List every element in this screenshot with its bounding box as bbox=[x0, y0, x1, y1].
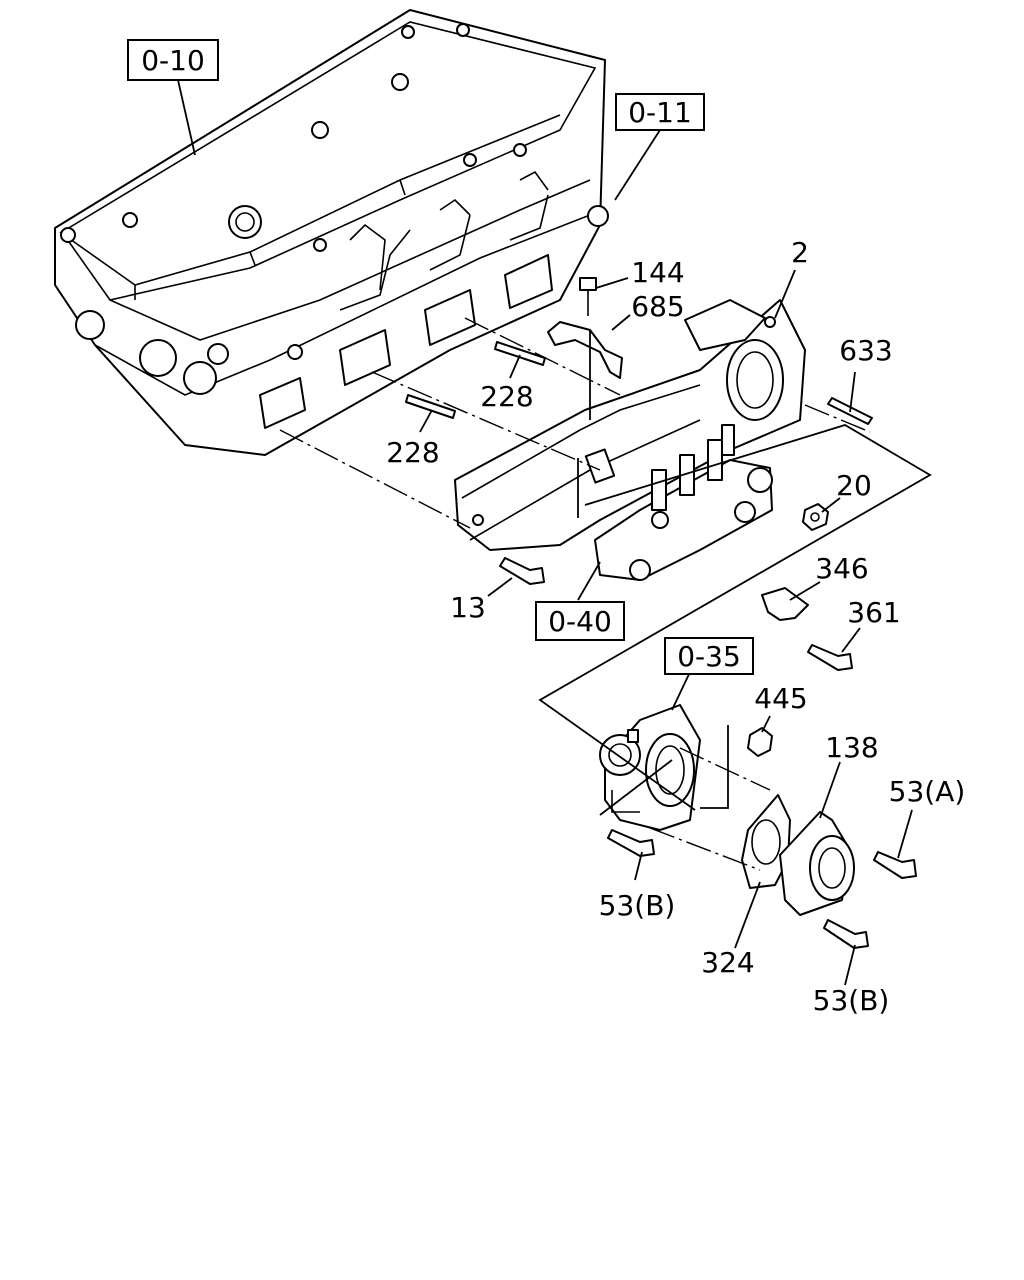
reference-box-0-35[interactable]: 0-35 bbox=[664, 637, 754, 675]
intake-manifold bbox=[454, 299, 806, 551]
callout-53a[interactable]: 53(A) bbox=[889, 775, 966, 808]
callout-633[interactable]: 633 bbox=[839, 334, 892, 367]
callout-20[interactable]: 20 bbox=[836, 469, 872, 502]
callout-324[interactable]: 324 bbox=[701, 946, 754, 979]
callout-2[interactable]: 2 bbox=[791, 236, 809, 269]
reference-box-0-10[interactable]: 0-10 bbox=[127, 39, 219, 81]
assembly-lines bbox=[279, 317, 932, 871]
callout-445[interactable]: 445 bbox=[754, 682, 807, 715]
throttle-body bbox=[599, 704, 701, 831]
reference-label-0-10: 0-10 bbox=[141, 44, 205, 77]
reference-box-0-11[interactable]: 0-11 bbox=[615, 93, 705, 131]
intake-pipe-flange bbox=[779, 811, 855, 916]
callout-144[interactable]: 144 bbox=[631, 256, 684, 289]
callout-53b-left[interactable]: 53(B) bbox=[599, 889, 676, 922]
reference-box-0-40[interactable]: 0-40 bbox=[535, 601, 625, 641]
reference-label-0-11: 0-11 bbox=[628, 96, 692, 129]
callout-53b-right[interactable]: 53(B) bbox=[813, 984, 890, 1017]
reference-label-0-40: 0-40 bbox=[548, 605, 612, 638]
leader-lines bbox=[177, 79, 913, 986]
callout-361[interactable]: 361 bbox=[847, 596, 900, 629]
callout-346[interactable]: 346 bbox=[815, 552, 868, 585]
reference-label-0-35: 0-35 bbox=[677, 640, 741, 673]
cylinder-head bbox=[54, 9, 609, 456]
callout-13[interactable]: 13 bbox=[450, 591, 486, 624]
egr-valve-assembly bbox=[594, 424, 773, 581]
callout-228-upper[interactable]: 228 bbox=[480, 380, 533, 413]
callout-685[interactable]: 685 bbox=[631, 290, 684, 323]
part-callouts: 2 144 685 633 228 228 20 346 361 13 445 … bbox=[386, 236, 965, 1017]
callout-228-lower[interactable]: 228 bbox=[386, 436, 439, 469]
callout-138[interactable]: 138 bbox=[825, 731, 878, 764]
